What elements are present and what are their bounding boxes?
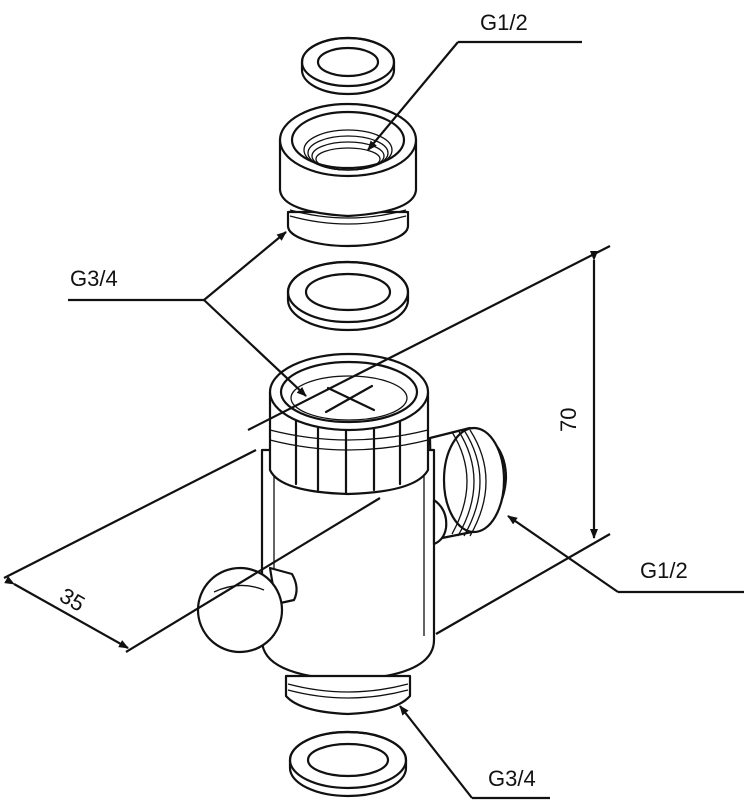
hex-nut <box>268 352 430 496</box>
middle-washer <box>286 260 410 332</box>
valve-body <box>260 448 448 682</box>
label-bottom: G3/4 <box>488 766 536 791</box>
top-washer <box>300 36 396 96</box>
knob <box>196 566 298 654</box>
dimension-height-label: 70 <box>556 408 581 432</box>
dimension-depth-label: 35 <box>56 583 90 617</box>
dimension-depth <box>3 449 381 653</box>
dimension-height <box>247 245 611 635</box>
leader-top-right <box>367 40 582 151</box>
label-right-port: G1/2 <box>640 558 688 583</box>
top-adapter <box>278 102 418 248</box>
leader-left <box>68 231 307 397</box>
leader-bottom <box>399 705 550 800</box>
side-outlet <box>428 426 508 542</box>
bottom-washer <box>288 730 408 798</box>
bottom-thread <box>284 674 412 716</box>
label-left-middle: G3/4 <box>70 266 118 291</box>
leader-right-port <box>507 515 744 594</box>
label-top-right: G1/2 <box>480 10 528 35</box>
